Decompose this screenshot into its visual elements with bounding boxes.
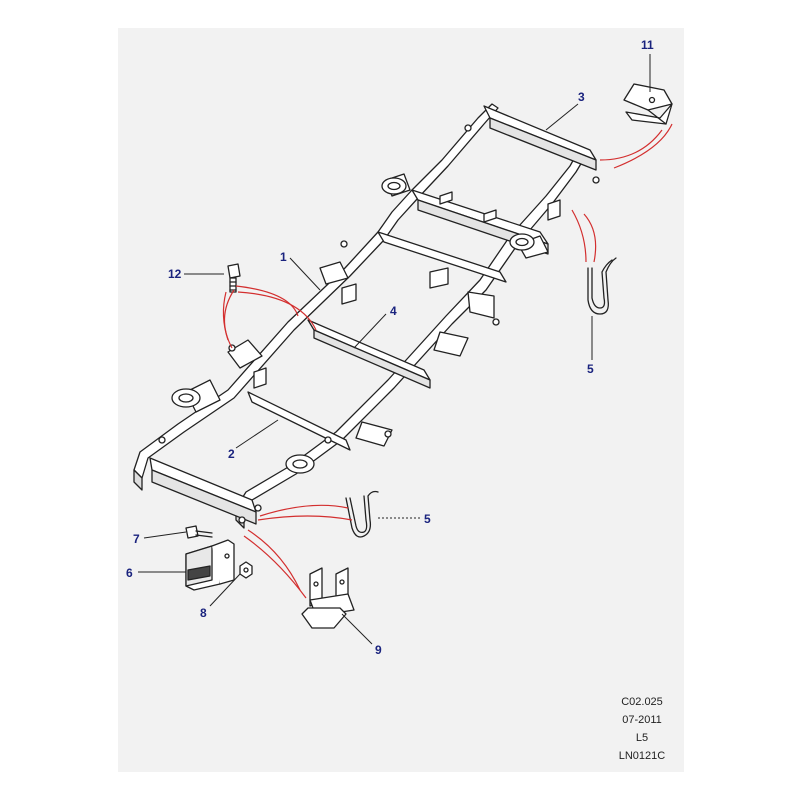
chassis-frame-illustration (133, 103, 600, 529)
callout-4[interactable]: 4 (390, 304, 397, 318)
callout-9[interactable]: 8 (200, 606, 207, 620)
callout-5-lower[interactable]: 5 (424, 512, 431, 526)
callout-2[interactable]: 2 (228, 447, 235, 461)
reference-drawing-id: LN0121C (618, 750, 666, 762)
leader-lines (138, 54, 651, 645)
rear-mounting-bracket-illustration (185, 539, 235, 591)
callout-11[interactable]: 11 (641, 38, 654, 52)
callout-8[interactable]: 7 (133, 532, 140, 546)
assembly-curves (222, 123, 673, 599)
nut-illustration (239, 561, 253, 579)
callout-12[interactable]: 12 (168, 267, 182, 281)
towing-bracket-illustration (301, 567, 355, 629)
bolt-illustration (185, 525, 213, 539)
u-bolt-clamp-upper-illustration (587, 257, 617, 315)
reference-code: C02.025 (621, 696, 663, 708)
callout-5-upper[interactable]: 5 (587, 362, 594, 376)
u-bolt-clamp-lower-illustration (345, 490, 379, 538)
callout-7[interactable]: 6 (126, 566, 133, 580)
reference-level: L5 (635, 732, 649, 744)
flange-bolt-illustration (227, 263, 241, 293)
callout-6[interactable]: 9 (375, 643, 382, 657)
reference-date: 07-2011 (622, 714, 662, 726)
callout-3[interactable]: 3 (578, 90, 585, 104)
callout-1[interactable]: 1 (280, 250, 287, 264)
front-mounting-bracket-illustration (623, 83, 673, 125)
